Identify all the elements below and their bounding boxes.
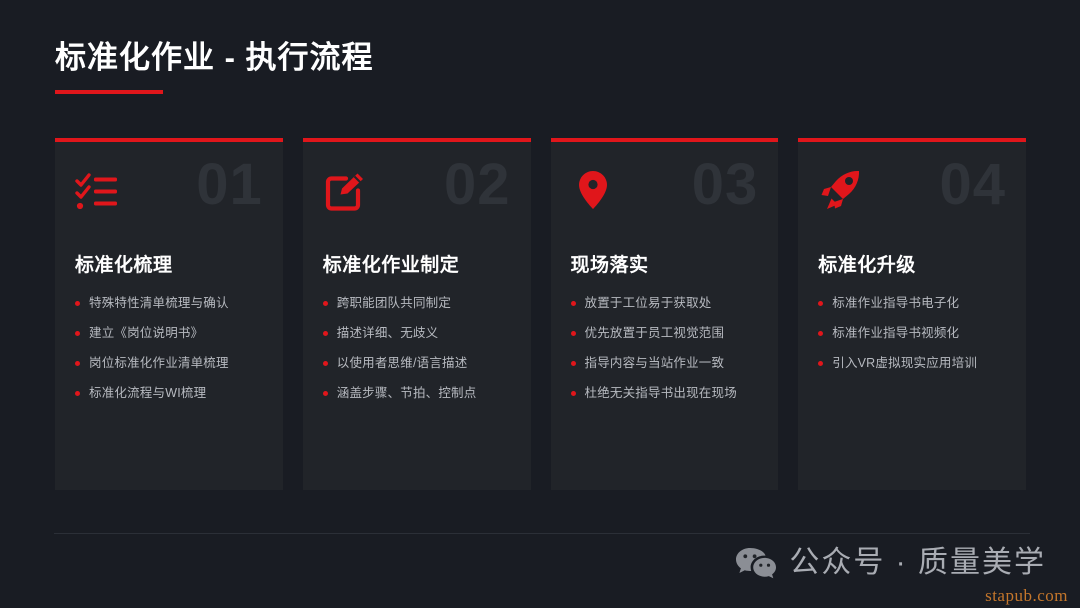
card-number: 02 — [443, 152, 511, 217]
card-number: 04 — [939, 152, 1006, 217]
card-number: 03 — [691, 152, 759, 217]
footer-brand-text: 公众号 · 质量美学 — [789, 546, 1046, 579]
card-bullet-list: 跨职能团队共同制定 描述详细、无歧义 以使用者思维/语言描述 涵盖步骤、节拍、控… — [322, 295, 511, 401]
list-item: 标准作业指导书视频化 — [818, 325, 1006, 341]
list-item: 跨职能团队共同制定 — [322, 295, 511, 311]
process-card[interactable]: 01 标准化梳理 特殊特性清单梳理与确认 建立《岗位说明书》 岗位标准化作业清单… — [55, 138, 283, 490]
list-item: 建立《岗位说明书》 — [75, 325, 263, 341]
list-item: 特殊特性清单梳理与确认 — [75, 295, 263, 311]
checklist-icon — [75, 168, 119, 212]
card-title: 现场落实 — [570, 255, 649, 276]
card-bullet-list: 特殊特性清单梳理与确认 建立《岗位说明书》 岗位标准化作业清单梳理 标准化流程与… — [75, 295, 263, 401]
wechat-icon — [735, 546, 777, 580]
card-title: 标准化作业制定 — [322, 255, 460, 276]
card-number: 01 — [196, 152, 263, 217]
footer-brand: 公众号 · 质量美学 — [735, 545, 1046, 581]
list-item: 岗位标准化作业清单梳理 — [75, 355, 263, 371]
process-card-list: 01 标准化梳理 特殊特性清单梳理与确认 建立《岗位说明书》 岗位标准化作业清单… — [55, 138, 1026, 490]
process-card[interactable]: 04 标准化升级 标准作业指导书电子化 标准作业指导书视频化 引入VR虚拟现实应… — [798, 138, 1026, 490]
list-item: 引入VR虚拟现实应用培训 — [818, 355, 1006, 371]
card-header: 02 — [323, 152, 511, 244]
card-title: 标准化梳理 — [75, 255, 173, 276]
process-card[interactable]: 03 现场落实 放置于工位易于获取处 优先放置于员工视觉范围 指导内容与当站作业… — [550, 138, 779, 490]
list-item: 放置于工位易于获取处 — [570, 295, 759, 311]
map-pin-icon — [571, 168, 615, 212]
list-item: 标准作业指导书电子化 — [818, 295, 1006, 311]
card-bullet-list: 放置于工位易于获取处 优先放置于员工视觉范围 指导内容与当站作业一致 杜绝无关指… — [570, 295, 759, 401]
list-item: 标准化流程与WI梳理 — [75, 385, 263, 401]
card-header: 01 — [75, 152, 263, 244]
edit-square-icon — [323, 168, 367, 212]
title-underline — [55, 90, 163, 94]
list-item: 优先放置于员工视觉范围 — [570, 325, 759, 341]
list-item: 描述详细、无歧义 — [322, 325, 511, 341]
list-item: 指导内容与当站作业一致 — [570, 355, 759, 371]
watermark: stapub.com — [985, 586, 1068, 605]
card-title: 标准化升级 — [818, 255, 916, 276]
list-item: 以使用者思维/语言描述 — [322, 355, 511, 371]
card-header: 04 — [818, 152, 1006, 244]
list-item: 涵盖步骤、节拍、控制点 — [322, 385, 511, 401]
title-block: 标准化作业 - 执行流程 — [55, 38, 755, 94]
card-header: 03 — [571, 152, 759, 244]
card-bullet-list: 标准作业指导书电子化 标准作业指导书视频化 引入VR虚拟现实应用培训 — [818, 295, 1006, 371]
rocket-icon — [818, 168, 862, 212]
page-title: 标准化作业 - 执行流程 — [55, 40, 374, 75]
process-card[interactable]: 02 标准化作业制定 跨职能团队共同制定 描述详细、无歧义 以使用者思维/语言描… — [302, 138, 531, 490]
list-item: 杜绝无关指导书出现在现场 — [570, 385, 759, 401]
footer-divider — [54, 533, 1030, 534]
